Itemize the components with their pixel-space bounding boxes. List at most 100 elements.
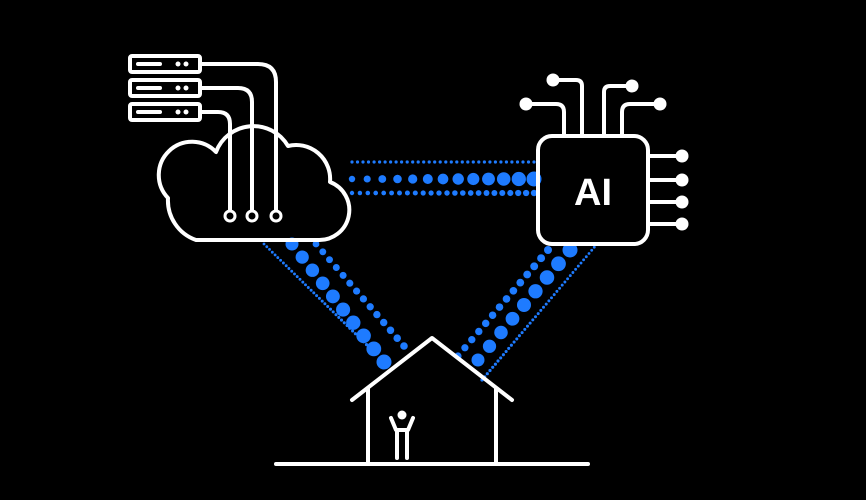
connection-dot bbox=[520, 331, 524, 335]
connection-dot bbox=[312, 291, 316, 295]
connection-dot bbox=[427, 160, 431, 164]
connection-dot bbox=[342, 321, 346, 325]
connection-dot bbox=[366, 341, 382, 357]
connection-dot bbox=[467, 172, 480, 186]
connection-dot bbox=[397, 190, 402, 196]
connection-dot bbox=[526, 160, 531, 164]
connection-dot bbox=[533, 315, 538, 319]
connection-dot bbox=[337, 315, 341, 319]
connection-dot bbox=[590, 248, 594, 252]
connection-dot bbox=[339, 318, 344, 322]
connection-dot bbox=[306, 286, 310, 289]
connection-dot bbox=[466, 160, 470, 164]
connection-dot bbox=[550, 296, 553, 300]
connection-dot bbox=[530, 262, 539, 271]
connection-dot bbox=[528, 321, 532, 325]
server-cables bbox=[198, 62, 283, 223]
connection-dot bbox=[532, 160, 536, 164]
connection-dot bbox=[332, 264, 340, 271]
connection-dot bbox=[542, 305, 545, 309]
connection-dot bbox=[530, 189, 538, 197]
connection-dot bbox=[363, 175, 371, 183]
connection-dot bbox=[320, 299, 324, 303]
connection-dot bbox=[477, 160, 481, 164]
connection-dot bbox=[491, 190, 498, 196]
connection-dot bbox=[475, 327, 483, 336]
connection-dot bbox=[491, 365, 495, 369]
connection-dot bbox=[317, 296, 321, 300]
connection-dot bbox=[351, 329, 355, 333]
connection-dot bbox=[544, 246, 552, 254]
connection-dot bbox=[331, 310, 335, 314]
connection-dot bbox=[273, 253, 277, 257]
connection-dot bbox=[359, 295, 368, 303]
connection-dot bbox=[523, 327, 527, 331]
connection-dot bbox=[268, 247, 271, 251]
connection-dot bbox=[437, 173, 449, 185]
connection-dot bbox=[293, 272, 296, 276]
connection-dot bbox=[452, 190, 458, 196]
connection-dot bbox=[295, 275, 299, 279]
connection-dot bbox=[393, 334, 401, 342]
connection-dot bbox=[346, 279, 354, 287]
connection-dot bbox=[495, 303, 504, 311]
connection-dot bbox=[265, 245, 269, 249]
connection-dot bbox=[481, 319, 490, 328]
connection-dot bbox=[496, 359, 500, 363]
ai-chip-label: AI bbox=[574, 172, 612, 214]
connection-dot bbox=[516, 278, 525, 287]
connection-dot bbox=[357, 190, 363, 196]
connection-dot bbox=[408, 174, 418, 184]
connection-dot bbox=[428, 190, 434, 196]
connection-dot bbox=[494, 325, 508, 340]
connection-dot bbox=[383, 160, 387, 164]
connection-dot bbox=[372, 160, 376, 164]
connection-dot bbox=[512, 340, 516, 344]
connection-dot bbox=[507, 346, 511, 350]
connection-dot bbox=[488, 368, 492, 373]
connection-dot bbox=[295, 250, 309, 264]
connection-dot bbox=[365, 190, 371, 196]
connection-dot bbox=[334, 313, 338, 317]
connection-dot bbox=[394, 160, 398, 164]
connection-dot bbox=[262, 242, 266, 246]
connection-dot bbox=[460, 160, 464, 164]
connection-dot bbox=[468, 336, 476, 344]
connection-dot bbox=[411, 160, 415, 164]
connection-dot bbox=[499, 356, 503, 360]
connection-dot bbox=[325, 289, 340, 304]
connection-dot bbox=[422, 174, 433, 184]
connection-dot bbox=[378, 175, 387, 183]
connection-dot bbox=[323, 302, 327, 306]
connection-dot bbox=[309, 288, 313, 292]
connection-cloud-to-ai bbox=[348, 160, 542, 197]
connection-dot bbox=[373, 310, 381, 319]
connection-dot bbox=[326, 256, 333, 264]
connection-dot bbox=[485, 372, 489, 376]
connection-dot bbox=[493, 160, 497, 164]
connection-dot bbox=[326, 304, 330, 309]
connection-dot bbox=[471, 160, 475, 164]
connection-dot bbox=[511, 171, 526, 187]
connection-dot bbox=[319, 248, 327, 256]
connection-dot bbox=[400, 342, 408, 350]
connection-dot bbox=[507, 189, 514, 197]
connection-dot bbox=[312, 240, 320, 248]
connection-dot bbox=[521, 160, 525, 164]
connection-dot bbox=[560, 283, 564, 287]
connection-dot bbox=[449, 160, 453, 164]
connection-dot bbox=[574, 267, 578, 271]
connection-dot bbox=[536, 312, 540, 316]
connection-dot bbox=[452, 173, 464, 185]
connection-dot bbox=[496, 172, 511, 186]
connection-dot bbox=[349, 190, 355, 196]
connection-dot bbox=[499, 189, 506, 197]
connection-dot bbox=[400, 160, 404, 164]
connection-dot bbox=[373, 190, 379, 196]
connection-dot bbox=[504, 160, 508, 164]
connection-dot bbox=[328, 307, 333, 311]
connection-dot bbox=[482, 172, 495, 186]
connection-dot bbox=[528, 284, 543, 299]
connection-dot bbox=[475, 190, 482, 196]
